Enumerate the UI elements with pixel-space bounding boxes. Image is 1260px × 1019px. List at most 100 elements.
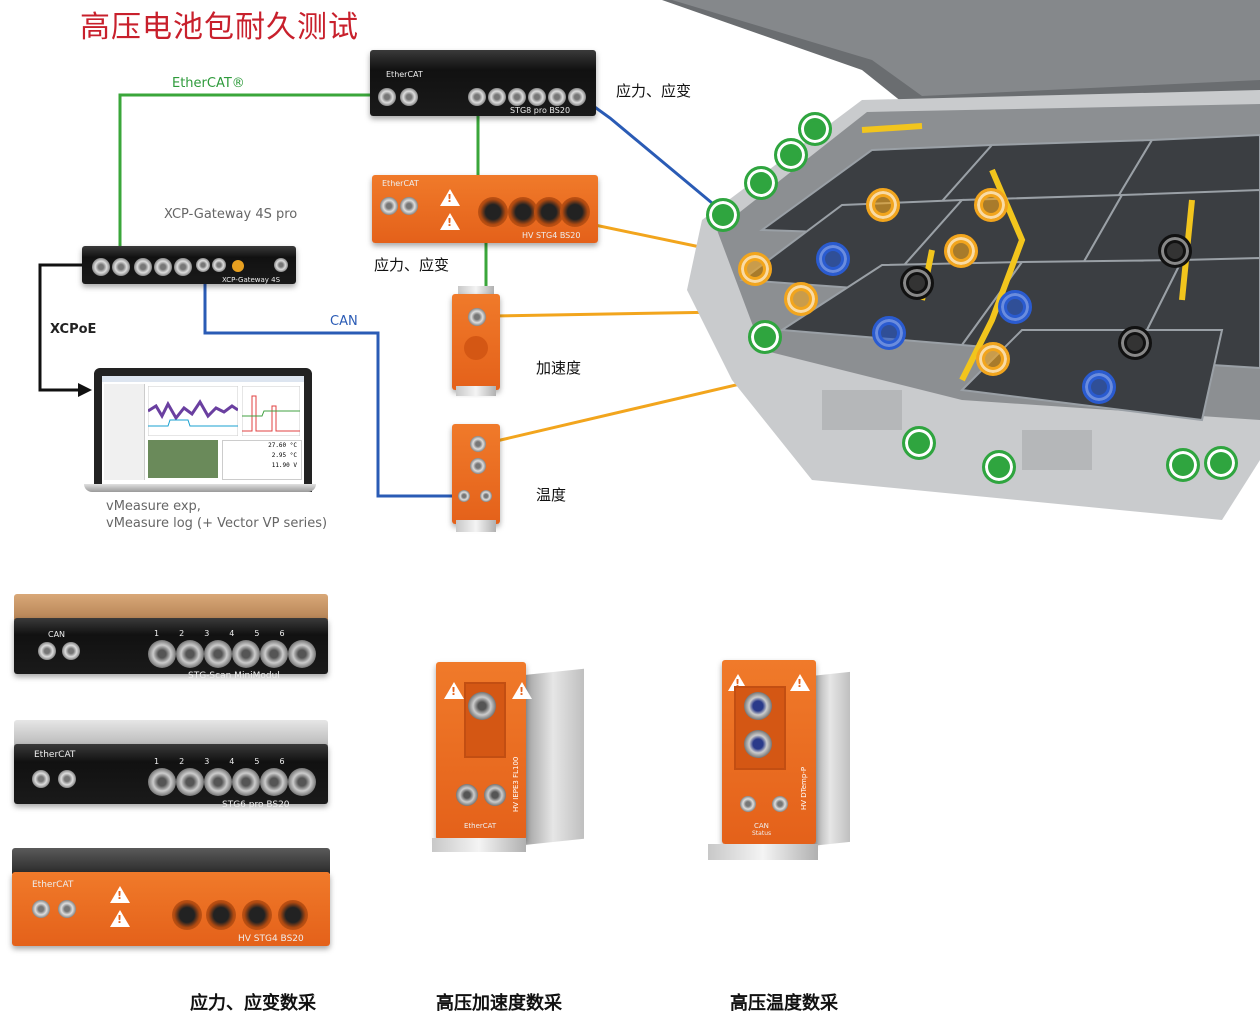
page-title: 高压电池包耐久测试	[80, 10, 359, 45]
status-led-icon	[232, 260, 244, 272]
accel-sensor-icon	[944, 234, 978, 268]
connector-icon	[62, 642, 80, 660]
temp-sensor-icon	[816, 242, 850, 276]
connector-icon	[468, 692, 496, 720]
connector-icon	[260, 768, 288, 796]
strain-sensor-icon	[706, 198, 740, 232]
connector-icon	[488, 88, 506, 106]
xcpoe-arrow	[78, 383, 92, 397]
minimodul-label: STG-Scan MiniModul	[188, 671, 280, 681]
accel-label: 加速度	[536, 359, 582, 377]
connector-icon	[288, 640, 316, 668]
temp-label: 温度	[536, 486, 567, 504]
ref-sensor-icon	[900, 266, 934, 300]
hv-stg4-bottom-label: HV STG4 BS20	[238, 934, 304, 944]
hv-socket-icon	[560, 197, 590, 227]
connector-icon	[204, 640, 232, 668]
can-text: CAN	[754, 822, 769, 830]
strain-sensor-icon	[798, 112, 832, 146]
hv-stg4-bottom-device: EtherCAT HV STG4 BS20	[12, 848, 330, 974]
accel-sensor-icon	[976, 342, 1010, 376]
software-label-2: vMeasure log (+ Vector VP series)	[106, 516, 328, 531]
stg8-device: EtherCAT STG8 pro BS20	[370, 50, 596, 116]
hv-socket-icon	[278, 900, 308, 930]
warning-icon	[790, 674, 810, 691]
connector-icon	[470, 436, 486, 452]
signal-plot	[242, 386, 300, 436]
ethercat-text: EtherCAT	[464, 822, 497, 830]
accel-sensor-icon	[974, 188, 1008, 222]
warning-icon	[512, 682, 532, 699]
connector-icon	[134, 258, 152, 276]
warning-icon	[110, 886, 130, 903]
temp-sensor-icon	[998, 290, 1032, 324]
connector-icon	[528, 88, 546, 106]
connector-icon	[38, 642, 56, 660]
connector-icon	[468, 308, 486, 326]
warning-icon	[110, 910, 130, 927]
readout-panel: 27.60 °C 2.95 °C 11.90 V	[222, 440, 302, 480]
caption-accel: 高压加速度数采	[436, 993, 562, 1014]
ethercat-text: EtherCAT	[34, 750, 76, 760]
channel-numbers: 123456	[154, 629, 305, 638]
hv-socket-icon	[478, 197, 508, 227]
connector-icon	[58, 900, 76, 918]
strain-sensor-icon	[1204, 446, 1238, 480]
connector-icon	[468, 88, 486, 106]
laptop-base	[84, 484, 316, 492]
ref-sensor-icon	[1158, 234, 1192, 268]
channel-numbers: 123456	[154, 757, 305, 766]
accel-sensor-icon	[784, 282, 818, 316]
connector-icon	[212, 258, 226, 272]
warning-icon	[444, 682, 464, 699]
connector-icon	[176, 768, 204, 796]
connector-icon	[470, 458, 486, 474]
connector-icon	[260, 640, 288, 668]
accel-module-label: HV IEPE3 FL100	[512, 756, 520, 812]
strain-sensor-icon	[744, 166, 778, 200]
xcpoe-label: XCPoE	[50, 322, 97, 337]
connector-icon	[456, 784, 478, 806]
connector-icon	[174, 258, 192, 276]
connector-icon	[480, 490, 492, 502]
readout-value: 27.60 °C	[268, 442, 297, 449]
ethercat-line	[118, 93, 380, 262]
connector-icon	[274, 258, 288, 272]
temp-module-large: CAN Status HV DTemp-P	[700, 660, 890, 880]
stg8-label: STG8 pro BS20	[510, 106, 571, 115]
stg8-brand: EtherCAT	[386, 70, 423, 79]
connector-icon	[92, 258, 110, 276]
accel-sensor-icon	[738, 252, 772, 286]
connector-icon	[232, 768, 260, 796]
ethercat-label: EtherCAT®	[172, 76, 245, 91]
xcp-gateway-label: XCP-Gateway 4S pro	[164, 207, 298, 222]
connector-icon	[378, 88, 396, 106]
ref-sensor-icon	[1118, 326, 1152, 360]
connector-icon	[744, 692, 772, 720]
connector-icon	[744, 730, 772, 758]
connector-icon	[400, 197, 418, 215]
connector-icon	[32, 900, 50, 918]
strain-label-top: 应力、应变	[616, 82, 692, 100]
connector-icon	[112, 258, 130, 276]
laptop: 27.60 °C 2.95 °C 11.90 V	[84, 368, 316, 496]
ethercat-text: EtherCAT	[32, 880, 74, 890]
connector-icon	[148, 640, 176, 668]
connector-icon	[568, 88, 586, 106]
connector-icon	[380, 197, 398, 215]
connector-icon	[772, 796, 788, 812]
gateway-label: XCP-Gateway 4S	[222, 276, 281, 284]
strain-label-mid: 应力、应变	[374, 256, 450, 274]
xcp-gateway-device: XCP-Gateway 4S	[82, 246, 296, 284]
camera-view	[148, 440, 218, 478]
can-line	[203, 268, 455, 498]
connector-icon	[458, 490, 470, 502]
battery-pack-image	[662, 0, 1260, 540]
connector-icon	[154, 258, 172, 276]
warning-icon	[440, 213, 460, 230]
software-label: vMeasure exp,	[106, 499, 201, 514]
connector-icon	[58, 770, 76, 788]
can-label: CAN	[330, 314, 358, 329]
hv-stg4-label: HV STG4 BS20	[522, 231, 581, 240]
hv-socket-icon	[242, 900, 272, 930]
